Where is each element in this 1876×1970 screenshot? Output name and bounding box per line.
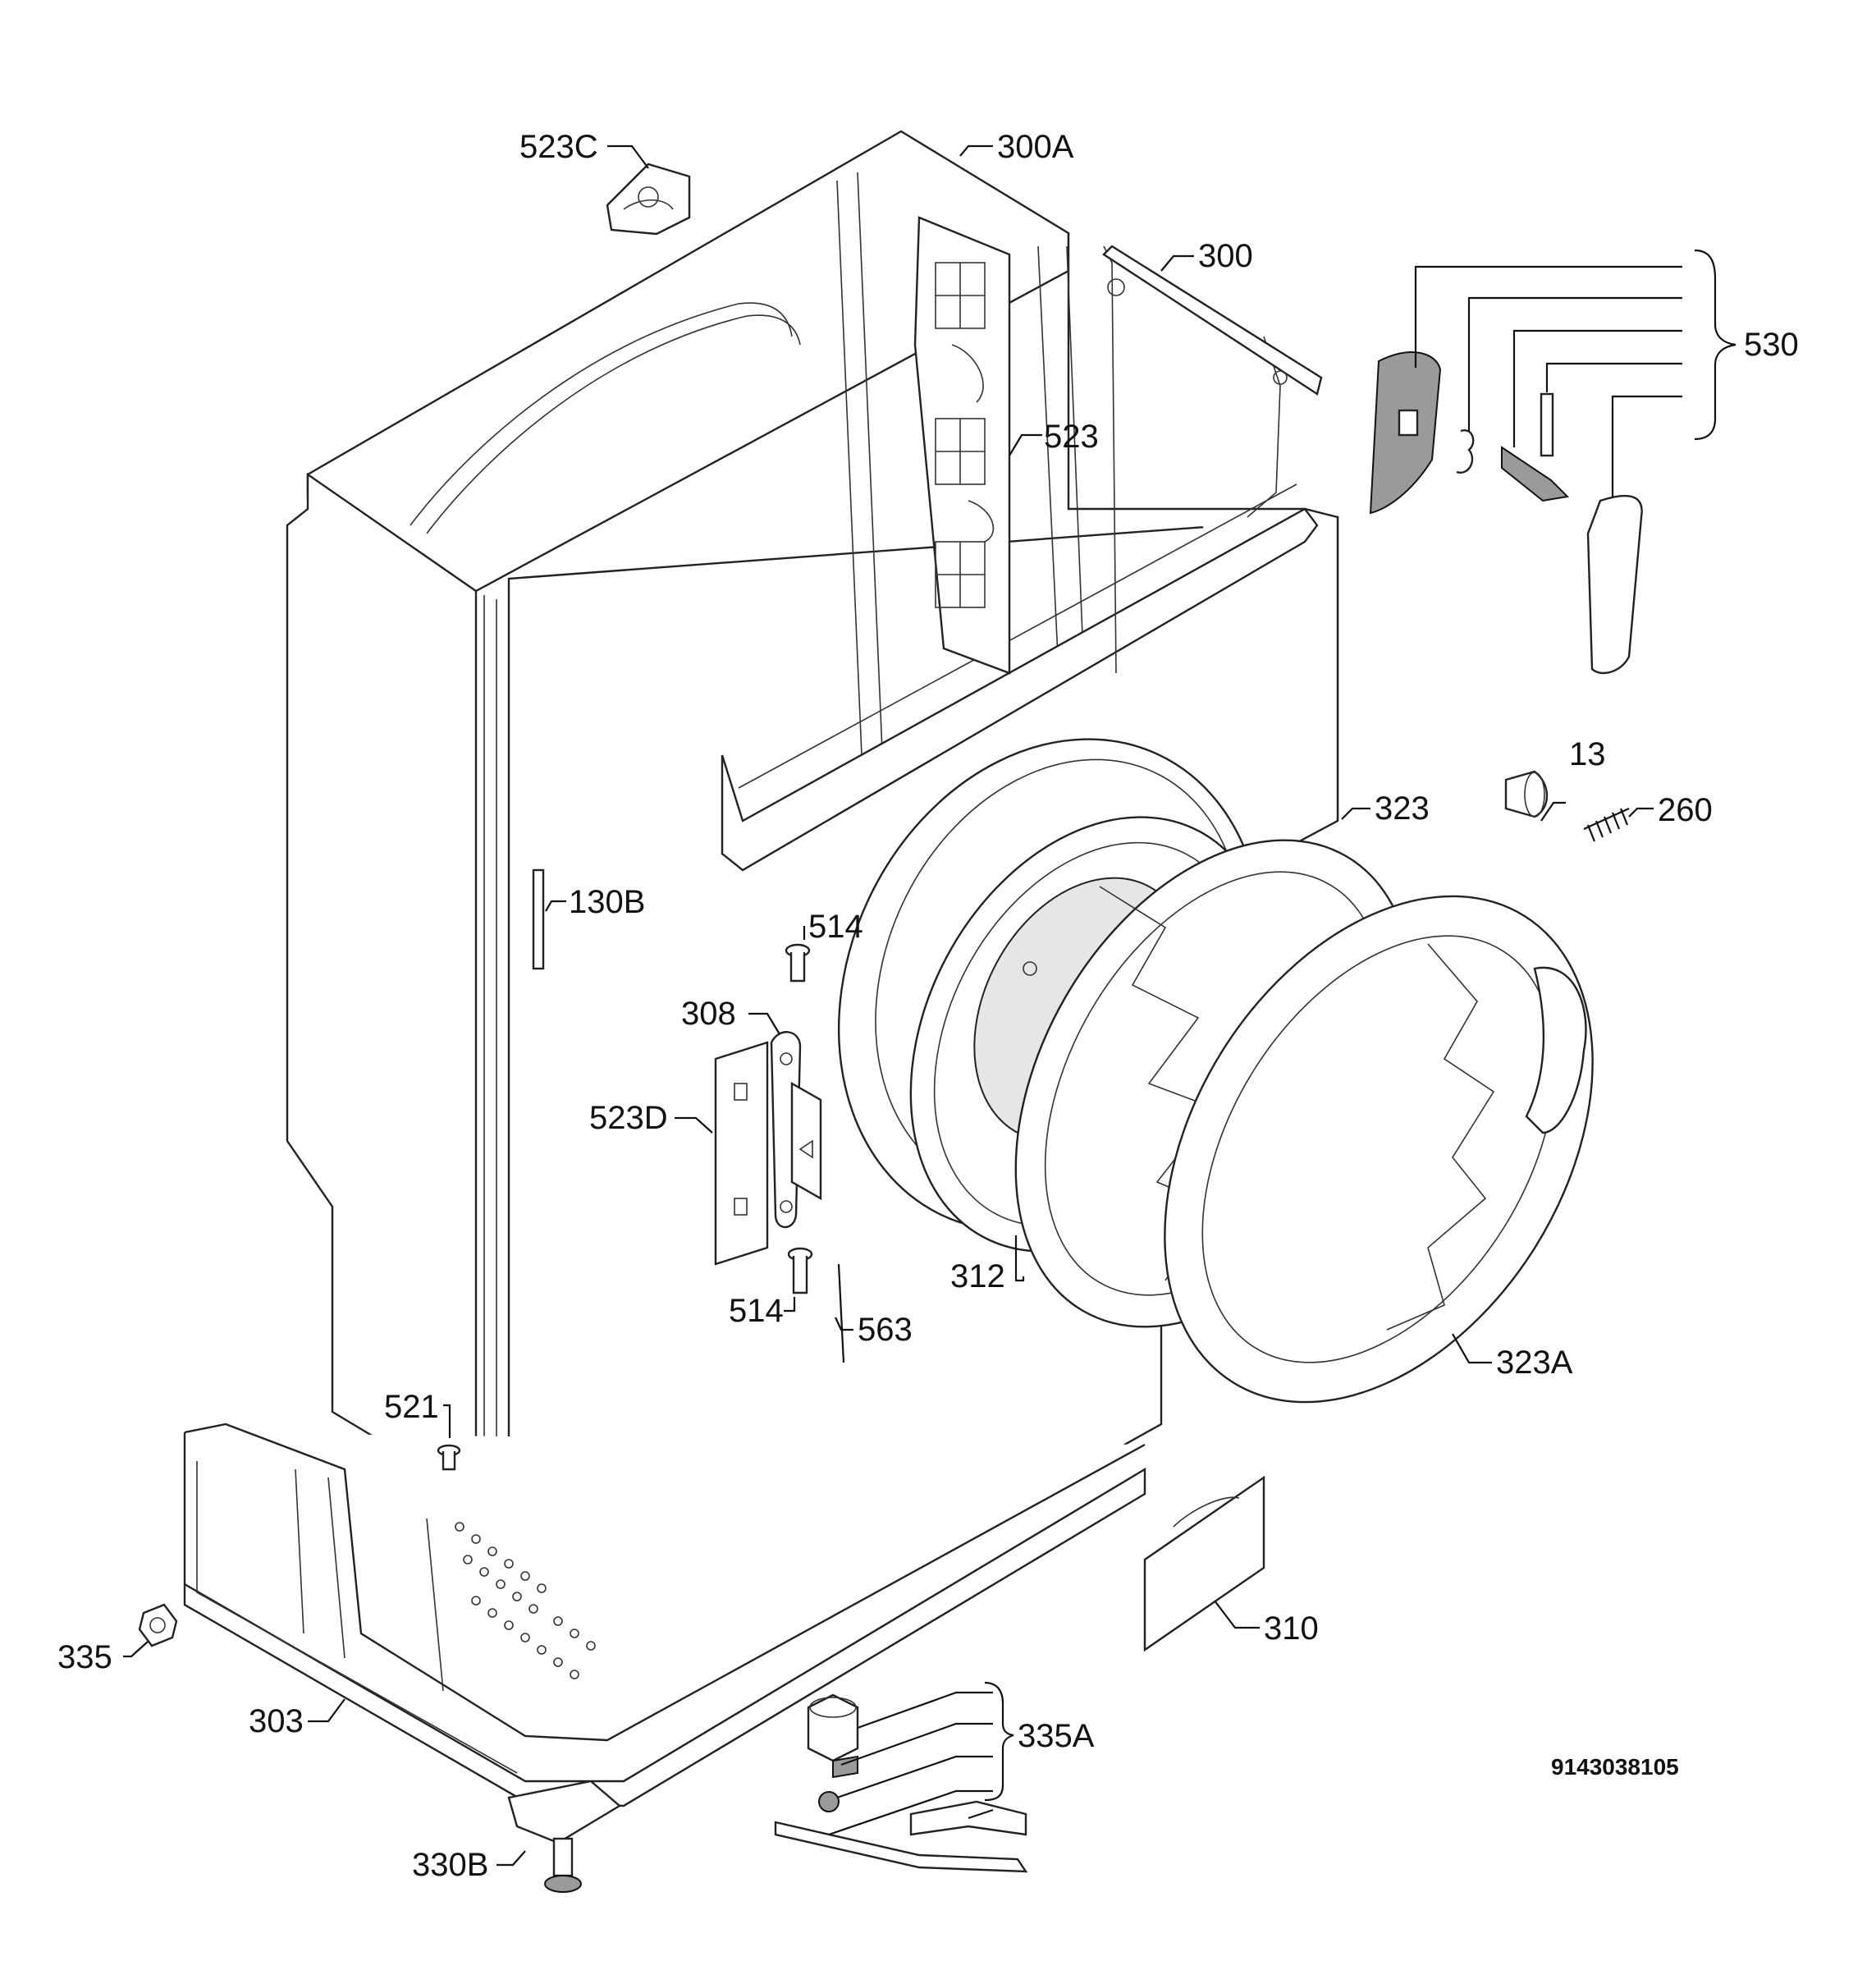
- callout-labels: 523C 300A 300 530 523 13 260 323 130B 51…: [57, 129, 1799, 1883]
- label-130B: 130B: [569, 884, 645, 920]
- label-523D: 523D: [589, 1100, 668, 1136]
- hinge-308: [770, 1031, 822, 1229]
- label-521: 521: [384, 1389, 439, 1425]
- drawing-code: 9143038105: [1551, 1754, 1679, 1780]
- kit-530-parts: [1369, 351, 1643, 675]
- rear-grille-523: [913, 216, 1011, 675]
- screw-514-bottom: [787, 1247, 813, 1294]
- label-323: 323: [1375, 790, 1430, 827]
- nut-335: [138, 1603, 178, 1647]
- hinge-bracket-523D: [714, 1041, 769, 1266]
- label-514-bottom: 514: [729, 1293, 784, 1329]
- service-hatch-310: [1143, 1475, 1265, 1652]
- label-310: 310: [1264, 1610, 1319, 1647]
- label-312: 312: [950, 1258, 1005, 1294]
- leader-lines: [123, 144, 1736, 1867]
- outer-door-ring-323A: [1164, 895, 1594, 1404]
- strip-130B: [532, 868, 545, 970]
- spring-260: [1583, 807, 1630, 842]
- label-530: 530: [1744, 327, 1799, 363]
- label-563: 563: [858, 1312, 913, 1348]
- top-rail-300: [1102, 245, 1323, 396]
- label-335A: 335A: [1018, 1718, 1095, 1754]
- label-335: 335: [57, 1639, 112, 1675]
- label-260: 260: [1658, 792, 1713, 828]
- label-323A: 323A: [1496, 1345, 1573, 1381]
- label-523: 523: [1044, 419, 1099, 455]
- label-523C: 523C: [519, 129, 598, 165]
- label-514-top: 514: [808, 909, 863, 945]
- label-303: 303: [249, 1703, 304, 1739]
- foot-330B: [507, 1780, 622, 1893]
- bushing-13: [1504, 770, 1549, 818]
- kit-335A-parts: [774, 1693, 1028, 1873]
- screw-514-top: [785, 943, 811, 983]
- screw-521: [437, 1444, 461, 1471]
- rod-563: [837, 1263, 845, 1363]
- base-frame-303: [183, 1423, 1146, 1807]
- label-300A: 300A: [997, 129, 1074, 165]
- label-308: 308: [681, 996, 736, 1032]
- label-330B: 330B: [412, 1847, 488, 1883]
- label-300: 300: [1198, 238, 1253, 274]
- clip-523C: [606, 163, 691, 236]
- label-13: 13: [1569, 736, 1606, 772]
